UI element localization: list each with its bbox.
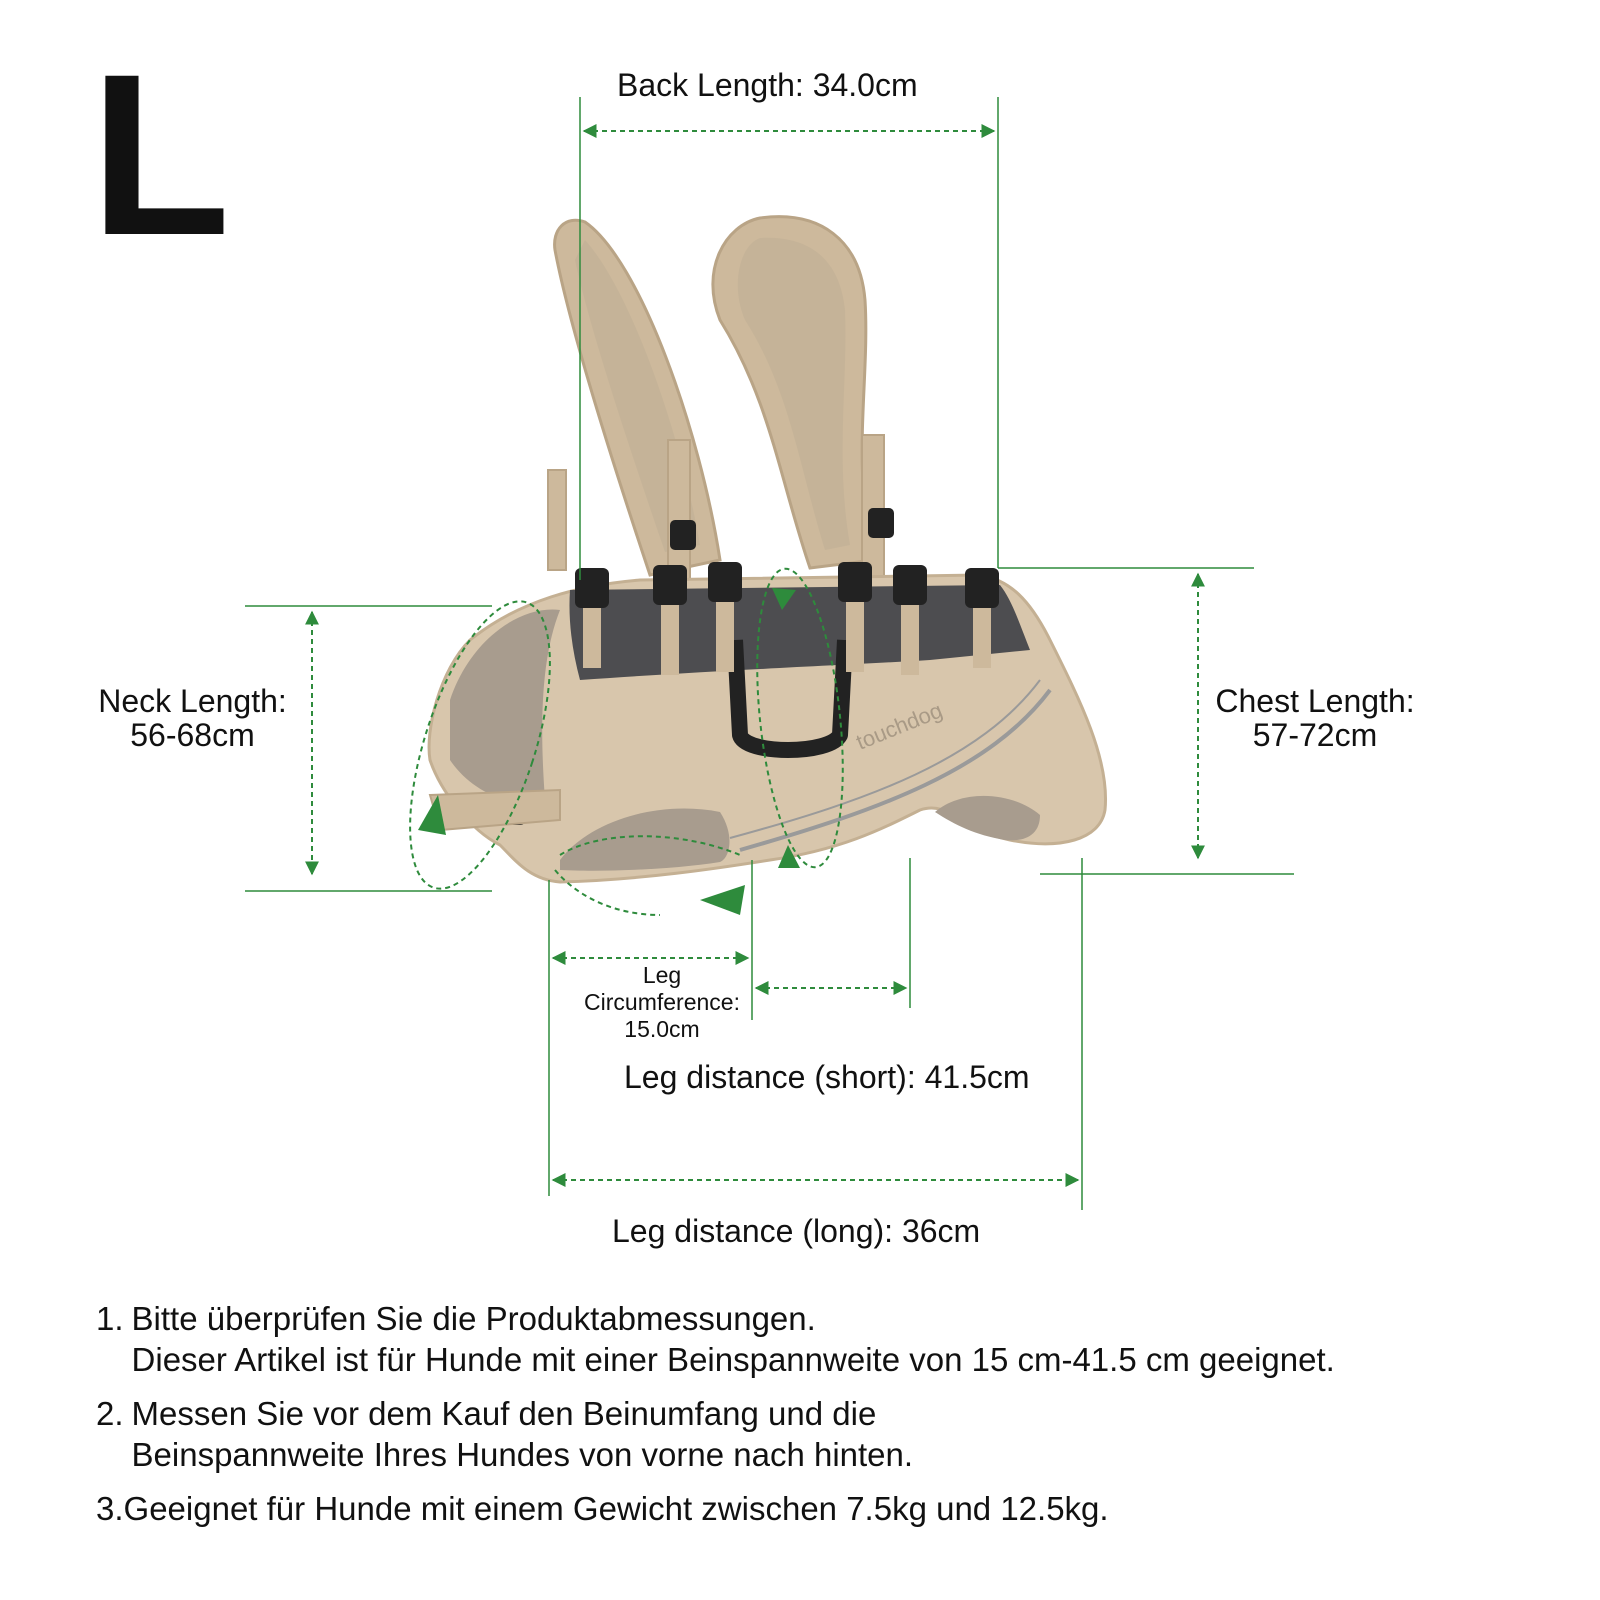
measurement-guides (245, 97, 1294, 1210)
chest-length-title: Chest Length: (1215, 683, 1415, 719)
note-line: Bitte überprüfen Sie die Produktabmessun… (131, 1300, 816, 1337)
back-length-label: Back Length: 34.0cm (617, 67, 918, 103)
chest-length-label: Chest Length: 57-72cm (1200, 684, 1430, 752)
notes-list: 1. Bitte überprüfen Sie die Produktabmes… (96, 1298, 1536, 1542)
chest-length-value: 57-72cm (1252, 717, 1378, 753)
note-line: Beinspannweite Ihres Hundes von vorne na… (131, 1436, 914, 1473)
note-item: 1. Bitte überprüfen Sie die Produktabmes… (96, 1298, 1536, 1380)
leg-circumference-value: 15.0cm (624, 1016, 700, 1042)
leg-distance-short-label: Leg distance (short): 41.5cm (624, 1059, 1030, 1095)
leg-circumference-label: Leg Circumference: 15.0cm (572, 962, 752, 1043)
note-number: 3. (96, 1490, 124, 1527)
circumference-arrowheads (418, 588, 800, 915)
leg-circumference-title-1: Leg (642, 962, 682, 988)
note-line: Dieser Artikel ist für Hunde mit einer B… (131, 1341, 1335, 1378)
neck-length-label: Neck Length: 56-68cm (80, 684, 305, 752)
note-number: 1. (96, 1300, 124, 1337)
harness-handle (727, 639, 853, 758)
note-line: Messen Sie vor dem Kauf den Beinumfang u… (131, 1395, 877, 1432)
note-item: 3. Geeignet für Hunde mit einem Gewicht … (96, 1488, 1536, 1529)
front-leg-opening (560, 808, 730, 871)
neck-length-value: 56-68cm (130, 717, 255, 753)
leg-distance-long-label: Leg distance (long): 36cm (612, 1213, 981, 1249)
size-label: L (90, 26, 231, 283)
note-line: Geeignet für Hunde mit einem Gewicht zwi… (123, 1490, 1109, 1527)
neck-length-title: Neck Length: (98, 683, 287, 719)
harness-illustration: touchdog (427, 215, 1108, 884)
leg-circumference-title-2: Circumference: (584, 989, 740, 1015)
note-item: 2. Messen Sie vor dem Kauf den Beinumfan… (96, 1393, 1536, 1475)
rear-leg-opening (935, 795, 1040, 841)
note-number: 2. (96, 1395, 124, 1432)
